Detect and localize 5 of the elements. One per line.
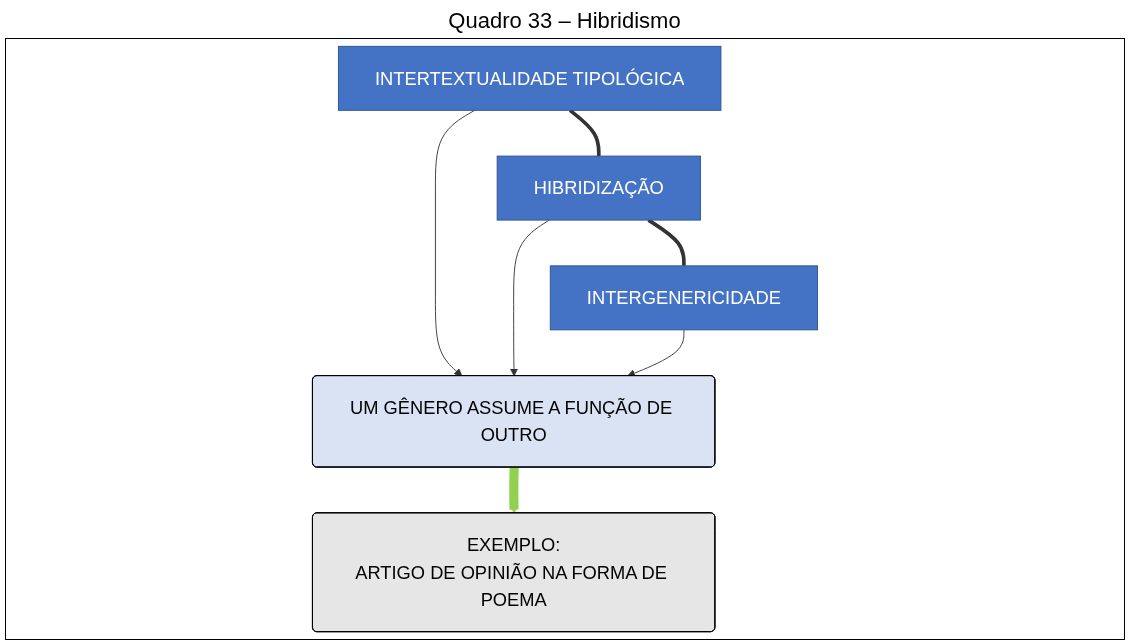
- node-box: INTERGENERICIDADE: [549, 265, 818, 331]
- arrow: [508, 466, 519, 514]
- node-box: INTERTEXTUALIDADE TIPOLÓGICA: [337, 45, 721, 111]
- title: Quadro 33 – Hibridismo: [448, 8, 681, 34]
- node-box: HIBRIDIZAÇÃO: [496, 155, 701, 221]
